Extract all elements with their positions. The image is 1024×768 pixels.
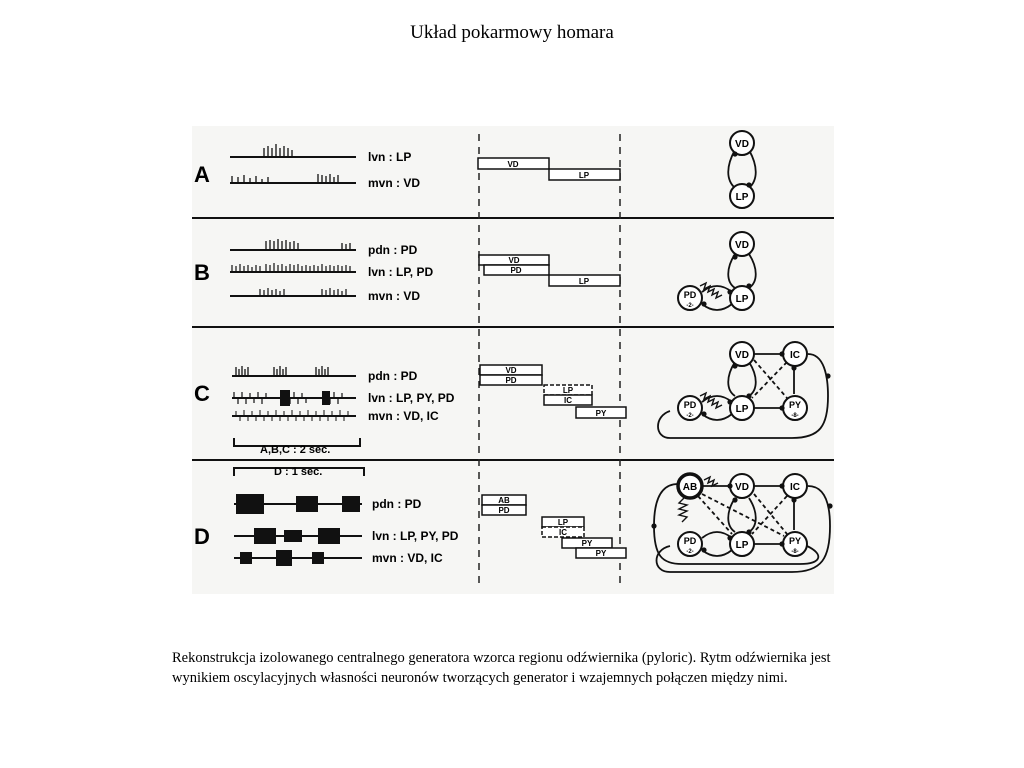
phase-bar — [543, 394, 593, 406]
panel-c: C pdn : PD lvn : LP, PY, PD mvn : VD, IC… — [194, 341, 831, 456]
bar-label: PY — [596, 549, 607, 558]
figure-caption: Rekonstrukcja izolowanego centralnego ge… — [172, 650, 831, 686]
trace-c — [232, 366, 361, 447]
neuron-label: VD — [735, 139, 749, 150]
phase-bar — [575, 406, 627, 419]
trace-label: mvn : VD — [368, 289, 420, 303]
neuron-count: -2- — [686, 549, 693, 555]
panel-letter: B — [194, 260, 210, 285]
neuron-node — [729, 341, 755, 367]
time-scale: A,B,C : 2 sec. — [260, 444, 330, 456]
neuron-node — [677, 395, 703, 421]
trace-label: mvn : VD — [368, 176, 420, 190]
neuron-label: PY — [789, 536, 801, 546]
neuron-count: -2- — [686, 303, 693, 309]
neuron-node — [729, 285, 755, 311]
neuron-label: LP — [736, 540, 749, 551]
bar-label: IC — [559, 528, 567, 537]
phase-bar — [481, 504, 527, 516]
neuron-count: -8- — [791, 413, 798, 419]
trace-label: lvn : LP, PY, PD — [368, 391, 455, 405]
phase-bar — [548, 274, 621, 287]
panel-separators — [192, 217, 834, 461]
bar-label: VD — [508, 256, 519, 265]
panel-d: D D : 1 sec. pdn : PD lvn : LP, PY, PD m… — [194, 466, 833, 573]
neuron-label: VD — [735, 350, 749, 361]
bar-label: LP — [558, 518, 569, 527]
neuron-label: PD — [684, 400, 697, 410]
neuron-node — [729, 231, 755, 257]
trace-b — [230, 239, 356, 297]
neuron-node — [729, 130, 755, 156]
trace-label: pdn : PD — [372, 497, 422, 511]
phase-bar — [541, 526, 585, 538]
bar-label: PY — [582, 539, 593, 548]
neuron-node — [676, 472, 704, 500]
neuron-label: PD — [684, 536, 697, 546]
neuron-label: PY — [789, 400, 801, 410]
trace-label: lvn : LP, PD — [368, 265, 433, 279]
trace-lvn-a — [230, 144, 356, 184]
neuron-label: LP — [736, 404, 749, 415]
bar-label: VD — [507, 160, 518, 169]
bar-label: LP — [563, 386, 574, 395]
trace-label: lvn : LP — [368, 150, 411, 164]
neuron-count: -8- — [791, 549, 798, 555]
neuron-label: VD — [735, 482, 749, 493]
phase-bar — [483, 264, 550, 276]
neuron-label: PD — [684, 290, 697, 300]
pyloric-network-figure: A lvn : LP mvn : VD VD LP VD LP B — [192, 126, 834, 594]
bar-label: VD — [505, 366, 516, 375]
neuron-label: AB — [683, 482, 697, 493]
slide-title: Układ pokarmowy homara — [410, 22, 614, 43]
panel-a: A lvn : LP mvn : VD VD LP VD LP — [194, 130, 757, 209]
neuron-node — [729, 395, 755, 421]
trace-label: mvn : VD, IC — [368, 409, 439, 423]
neuron-label: IC — [790, 482, 800, 493]
neuron-label: LP — [736, 192, 749, 203]
neuron-node — [677, 531, 703, 557]
panel-letter: A — [194, 162, 210, 187]
bar-label: PY — [596, 409, 607, 418]
trace-label: lvn : LP, PY, PD — [372, 529, 459, 543]
bar-label: LP — [579, 277, 590, 286]
neuron-label: IC — [790, 350, 800, 361]
phase-bar — [477, 157, 550, 170]
panel-letter: D — [194, 524, 210, 549]
trace-label: pdn : PD — [368, 369, 418, 383]
neuron-label: VD — [735, 240, 749, 251]
bar-label: AB — [498, 496, 510, 505]
bar-label: IC — [564, 396, 572, 405]
trace-label: pdn : PD — [368, 243, 418, 257]
time-scale: D : 1 sec. — [274, 466, 322, 478]
bar-label: LP — [579, 171, 590, 180]
neuron-node — [729, 183, 755, 209]
phase-guides — [478, 134, 621, 586]
bar-label: PD — [505, 376, 516, 385]
panel-b: B pdn : PD lvn : LP, PD mvn : VD VD PD L… — [194, 231, 757, 311]
phase-bar — [548, 168, 621, 181]
trace-d — [233, 467, 365, 566]
neuron-count: -2- — [686, 413, 693, 419]
trace-label: mvn : VD, IC — [372, 551, 443, 565]
neuron-node — [729, 531, 755, 557]
phase-bar — [479, 374, 543, 386]
bar-label: PD — [498, 506, 509, 515]
neuron-node — [677, 285, 703, 311]
neuron-label: LP — [736, 294, 749, 305]
panel-letter: C — [194, 381, 210, 406]
phase-bar — [575, 547, 627, 559]
bar-label: PD — [510, 266, 521, 275]
